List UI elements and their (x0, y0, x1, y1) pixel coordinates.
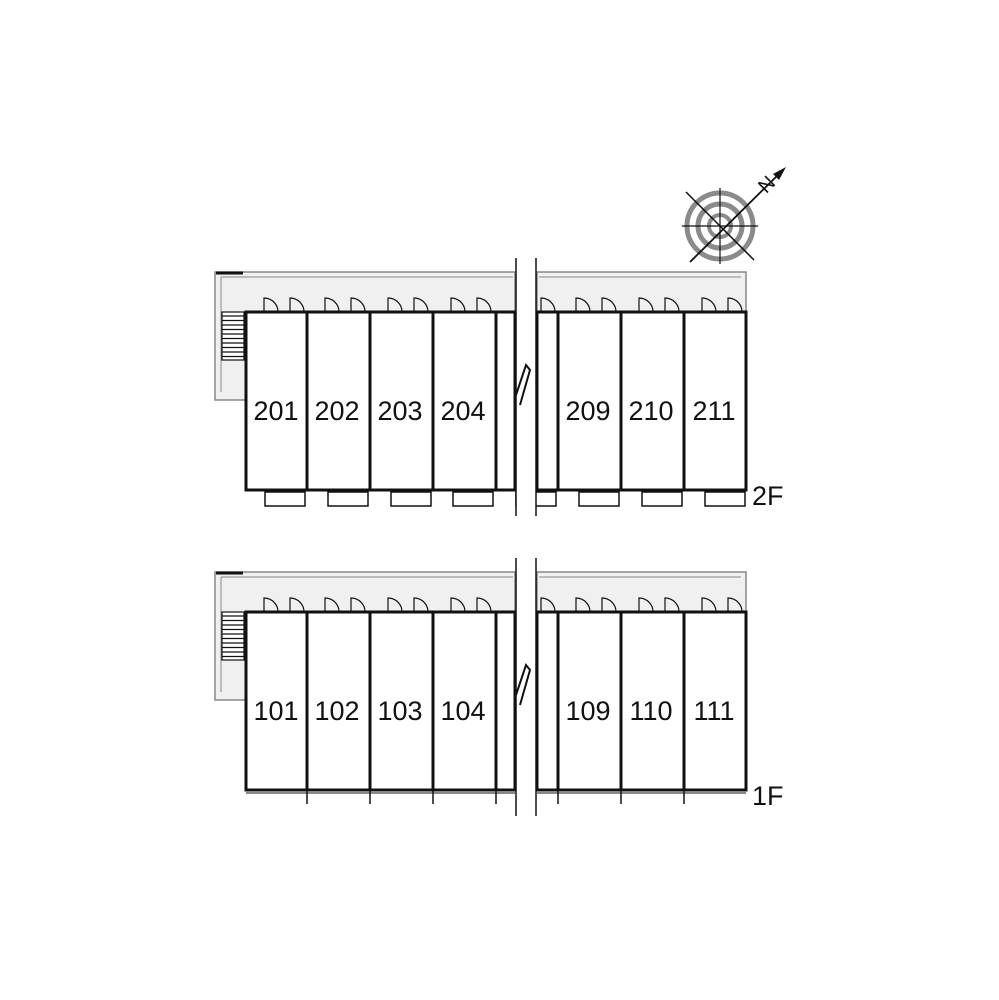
unit-number: 201 (253, 396, 298, 426)
compass-icon: N (682, 167, 786, 264)
unit-number: 209 (565, 396, 610, 426)
corridor (214, 271, 516, 401)
staircase-icon (221, 611, 245, 661)
unit-number: 203 (377, 396, 422, 426)
balcony (452, 491, 494, 507)
door-icon (387, 597, 429, 613)
door-icon (540, 597, 556, 613)
staircase-icon (221, 311, 245, 361)
unit-number: 103 (377, 696, 422, 726)
building-wall (244, 610, 517, 792)
unit-number: 110 (629, 696, 672, 726)
door-icon (324, 297, 366, 313)
corridor (214, 571, 516, 701)
door-icon (638, 297, 680, 313)
balcony (327, 491, 369, 507)
balcony (264, 491, 306, 507)
unit-number: 204 (440, 396, 485, 426)
balcony (578, 491, 620, 507)
building-wall (535, 610, 748, 792)
door-icon (263, 597, 305, 613)
door-icon (575, 297, 617, 313)
door-icon (450, 597, 492, 613)
unit-number: 202 (314, 396, 359, 426)
north-arrow-icon (773, 167, 786, 180)
balcony (704, 491, 746, 507)
unit-number: 101 (253, 696, 298, 726)
door-icon (701, 597, 743, 613)
break-zigzag (515, 662, 532, 706)
door-icon (387, 297, 429, 313)
door-icon (540, 297, 556, 313)
break-zigzag (515, 362, 532, 406)
unit-number: 109 (565, 696, 610, 726)
door-icon (701, 297, 743, 313)
door-icon (575, 597, 617, 613)
floor-1f: 101 102 103 104 109 110 111 1F (214, 558, 784, 816)
floor-2f: 201 202 203 204 209 210 211 2F (214, 258, 784, 516)
door-icon (450, 297, 492, 313)
building-wall (244, 310, 517, 492)
unit-number: 111 (693, 696, 734, 726)
door-icon (638, 597, 680, 613)
unit-number: 104 (440, 696, 485, 726)
door-icon (263, 297, 305, 313)
floor-label: 1F (752, 781, 784, 811)
floor-label: 2F (752, 481, 784, 511)
balcony (390, 491, 432, 507)
unit-number: 210 (628, 396, 673, 426)
unit-number: 211 (692, 396, 735, 426)
unit-number: 102 (314, 696, 359, 726)
building-wall (535, 310, 748, 492)
door-icon (324, 597, 366, 613)
balcony (641, 491, 683, 507)
